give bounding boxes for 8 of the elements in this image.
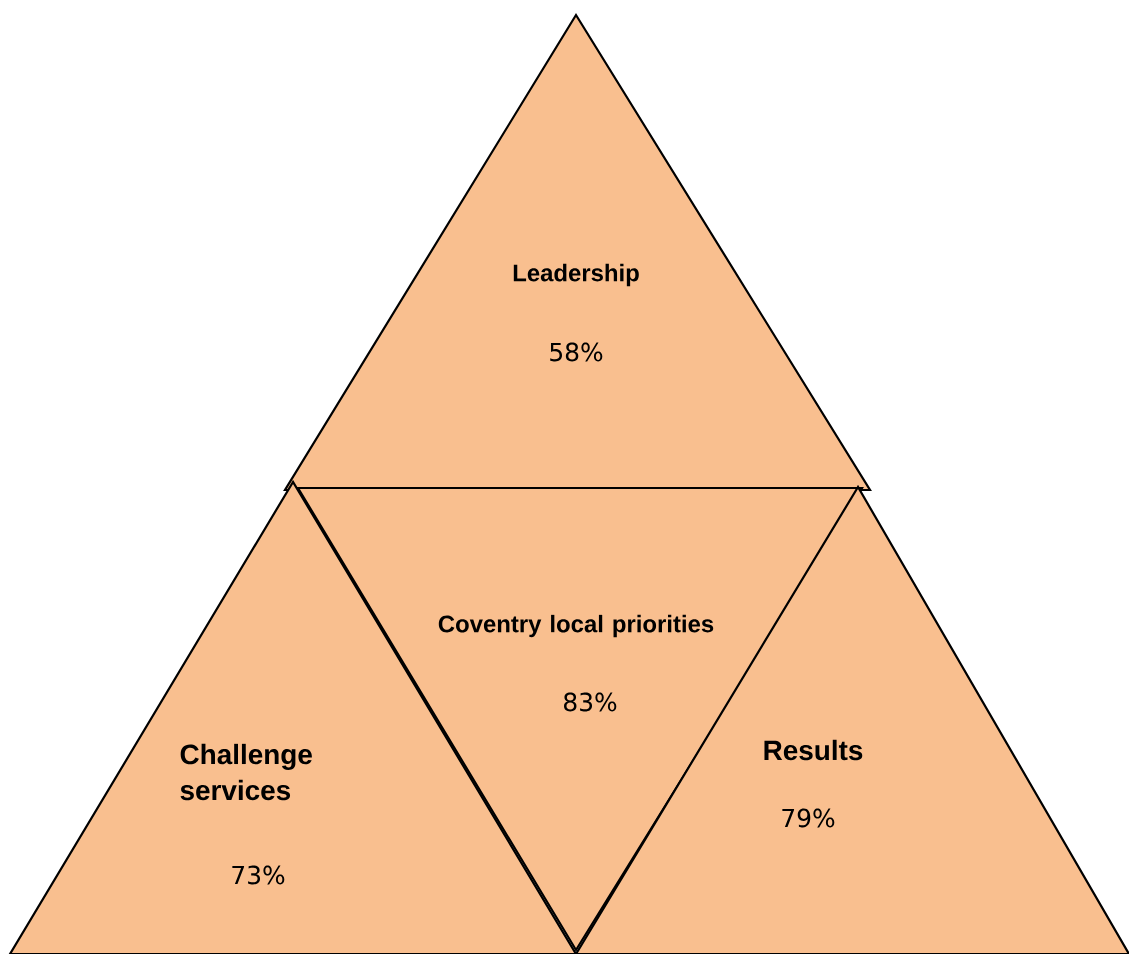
heading: Coventry local priorities <box>438 614 714 638</box>
percentage: 73% <box>232 865 285 885</box>
heading: Challenge services <box>180 743 312 801</box>
percentage: 83% <box>564 692 617 712</box>
percentage: 79% <box>782 808 835 828</box>
heading: Results <box>764 739 863 761</box>
percentage: 58% <box>550 342 603 362</box>
heading: Leadership <box>513 263 639 287</box>
